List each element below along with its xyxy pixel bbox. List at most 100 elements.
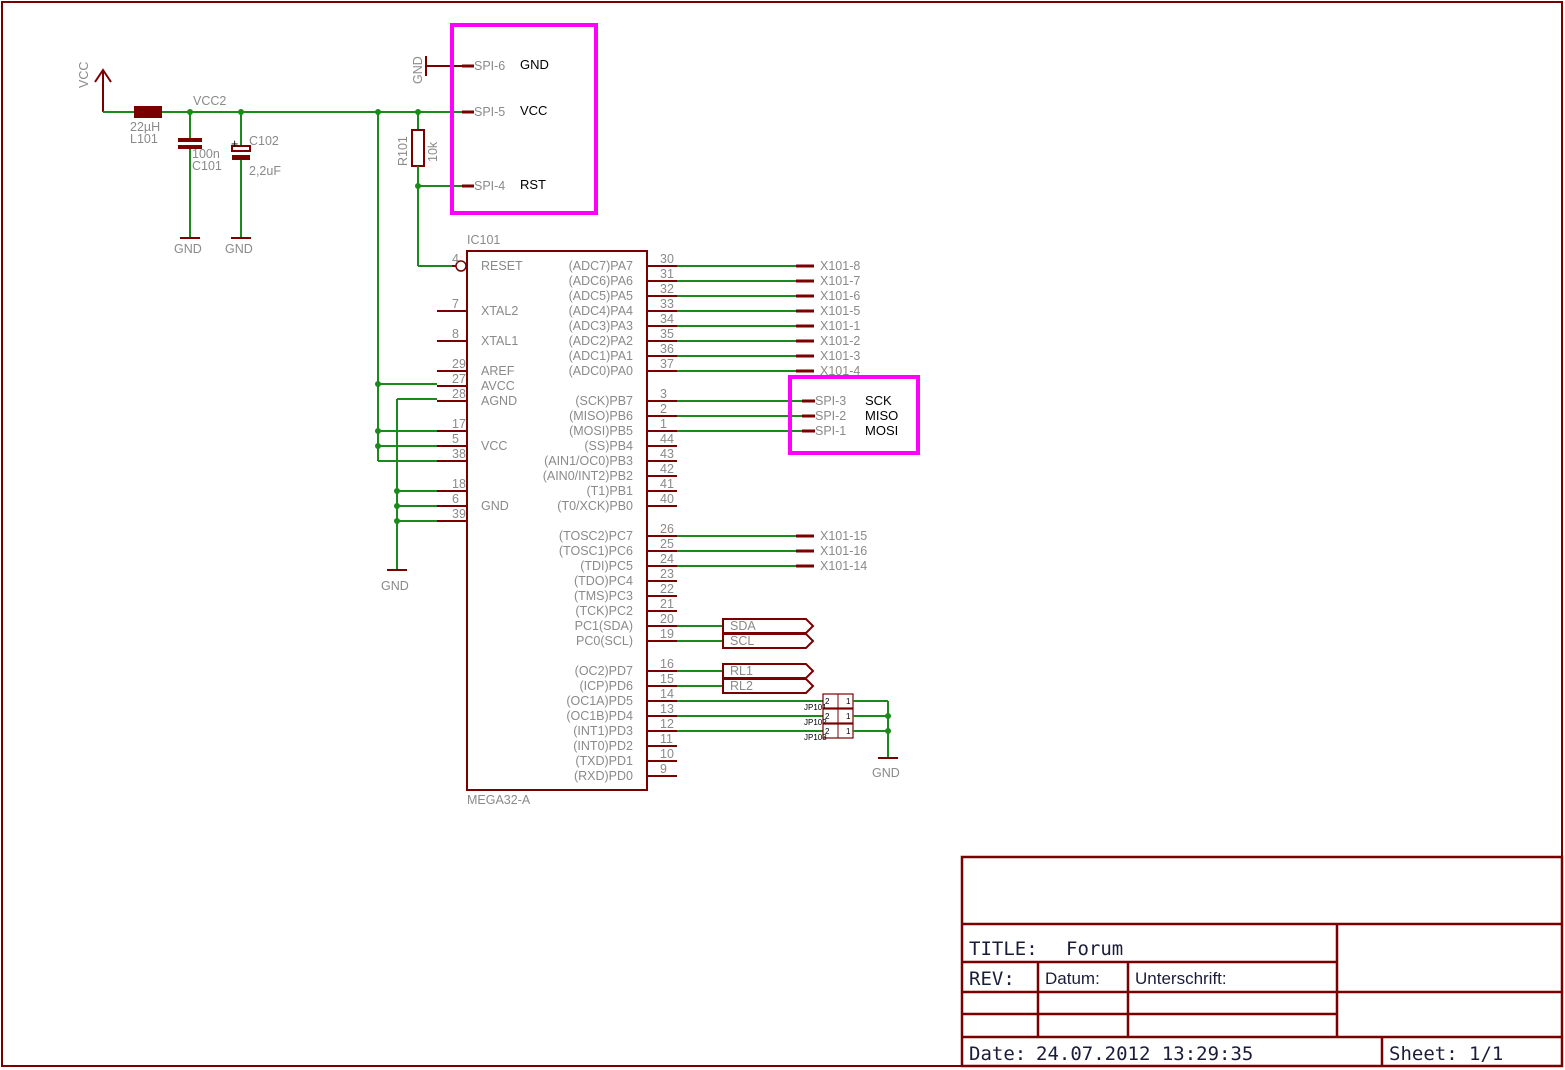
date-value: 24.07.2012 13:29:35: [1036, 1043, 1253, 1065]
ic-right-pin-name: (MOSI)PB5: [569, 424, 633, 438]
ic-right-pin-number: 32: [660, 282, 674, 296]
connector-label: X101-4: [820, 364, 860, 378]
ic-name: IC101: [467, 233, 500, 247]
inductor-value: 22µH: [130, 120, 160, 134]
ic-right-pin-name: (TCK)PC2: [575, 604, 633, 618]
ic-right-pin-name: (TMS)PC3: [574, 589, 633, 603]
date-label: Date:: [969, 1043, 1026, 1065]
connector-label: X101-16: [820, 544, 867, 558]
ic-right-pin-name: (ADC2)PA2: [569, 334, 633, 348]
ic-right-pin-name: (MISO)PB6: [569, 409, 633, 423]
r101-value: 10k: [426, 141, 440, 162]
title-value: Forum: [1066, 938, 1123, 960]
ic-right-pin-name: (RXD)PD0: [574, 769, 633, 783]
spi-top-signal: RST: [520, 177, 546, 192]
ic-right-pin-name: (TDO)PC4: [574, 574, 633, 588]
ic-right-pin-name: (ICP)PD6: [580, 679, 634, 693]
spi-top-pin-label: SPI-5: [474, 105, 505, 119]
jumper-name: JP102: [804, 718, 827, 727]
ic-right-pin-number: 3: [660, 387, 667, 401]
jumper-pin-b: 1: [846, 697, 851, 706]
ic-left-pin-number: 8: [452, 327, 459, 341]
ic-left-pin-number: 18: [452, 477, 466, 491]
ic-right-pin-name: (AIN1/OC0)PB3: [544, 454, 633, 468]
gnd-ic: GND: [381, 579, 409, 593]
ic-right-pin-number: 31: [660, 267, 674, 281]
c101-value: 100n: [192, 147, 220, 161]
inductor-l101: [134, 106, 162, 118]
ic-right-pin-number: 16: [660, 657, 674, 671]
ic-right-pin-number: 23: [660, 567, 674, 581]
gnd-c102: GND: [225, 242, 253, 256]
jumper-pin-b: 1: [846, 727, 851, 736]
connector-label: X101-1: [820, 319, 860, 333]
ic-right-pin-name: (TOSC1)PC6: [559, 544, 633, 558]
ic-left-pin-number: 17: [452, 417, 466, 431]
jumper-pin-a: 2: [825, 712, 830, 721]
ic-right-pin-number: 9: [660, 762, 667, 776]
bus-flag: [722, 678, 815, 694]
ic-left-pin-number: 6: [452, 492, 459, 506]
rev-label: REV:: [969, 968, 1015, 990]
spi-right-signal: SCK: [865, 393, 892, 408]
unterschrift-label: Unterschrift:: [1135, 969, 1227, 988]
ic-right-pin-name: (ADC1)PA1: [569, 349, 633, 363]
ic-right-pin-number: 44: [660, 432, 674, 446]
ic-right-pin-number: 14: [660, 687, 674, 701]
jumper-pin-a: 2: [825, 727, 830, 736]
ic-left-pin-name: AVCC: [481, 379, 515, 393]
ic-right-pin-number: 2: [660, 402, 667, 416]
ic-right-pin-name: (ADC4)PA4: [569, 304, 633, 318]
title-block: [960, 855, 1564, 1068]
ic-right-pin-number: 22: [660, 582, 674, 596]
supply-section: VCC 22µH L101 VCC2 100n C101 GND + C102 …: [77, 62, 421, 256]
ic-right-pin-name: (OC1B)PD4: [566, 709, 633, 723]
vcc2-label: VCC2: [193, 94, 226, 108]
resistor-r101: [411, 129, 425, 167]
ic-right-pin-number: 37: [660, 357, 674, 371]
ic-right-pin-name: (T0/XCK)PB0: [557, 499, 633, 513]
ic-right-pin-number: 41: [660, 477, 674, 491]
c102-name: C102: [249, 134, 279, 148]
ic-right-pin-number: 40: [660, 492, 674, 506]
ic-left-pin-name: GND: [481, 499, 509, 513]
gnd-spi6: GND: [411, 56, 425, 84]
sheet-label: Sheet:: [1389, 1043, 1458, 1065]
spi-right-signal: MISO: [865, 408, 898, 423]
jumper-name: JP101: [804, 703, 827, 712]
jumper-pin-b: 1: [846, 712, 851, 721]
c102-value: 2,2uF: [249, 164, 281, 178]
bus-flag: [722, 633, 815, 649]
bus-label: RL2: [730, 679, 753, 693]
ic-right-pin-name: (AIN0/INT2)PB2: [543, 469, 633, 483]
spi-top-signal: GND: [520, 57, 549, 72]
ic-left-pin-name: XTAL2: [481, 304, 518, 318]
ic-right-pin-number: 30: [660, 252, 674, 266]
ic-right-pin-number: 25: [660, 537, 674, 551]
jumper-name: JP103: [804, 733, 827, 742]
connector-label: X101-2: [820, 334, 860, 348]
ic-left-pin-number: 5: [452, 432, 459, 446]
ic-right-pin-name: (ADC6)PA6: [569, 274, 633, 288]
power-wiring: GND: [375, 112, 437, 593]
connector-label: X101-5: [820, 304, 860, 318]
r101-name: R101: [396, 136, 410, 166]
title-label: TITLE:: [969, 938, 1038, 960]
ic-right-pin-name: (INT1)PD3: [573, 724, 633, 738]
ic-left-pin-number: 7: [452, 297, 459, 311]
spi-top-pin-label: SPI-6: [474, 59, 505, 73]
spi-top-pin-label: SPI-4: [474, 179, 505, 193]
spi-right-highlight: [788, 375, 920, 455]
ic-right-pin-name: (ADC0)PA0: [569, 364, 633, 378]
ic-left-pin-name: RESET: [481, 259, 523, 273]
ic-right-pin-name: (SCK)PB7: [575, 394, 633, 408]
gnd-c101: GND: [174, 242, 202, 256]
vcc-label: VCC: [77, 62, 91, 88]
ic-right-pin-name: (ADC5)PA5: [569, 289, 633, 303]
ic-part: MEGA32-A: [467, 793, 531, 807]
